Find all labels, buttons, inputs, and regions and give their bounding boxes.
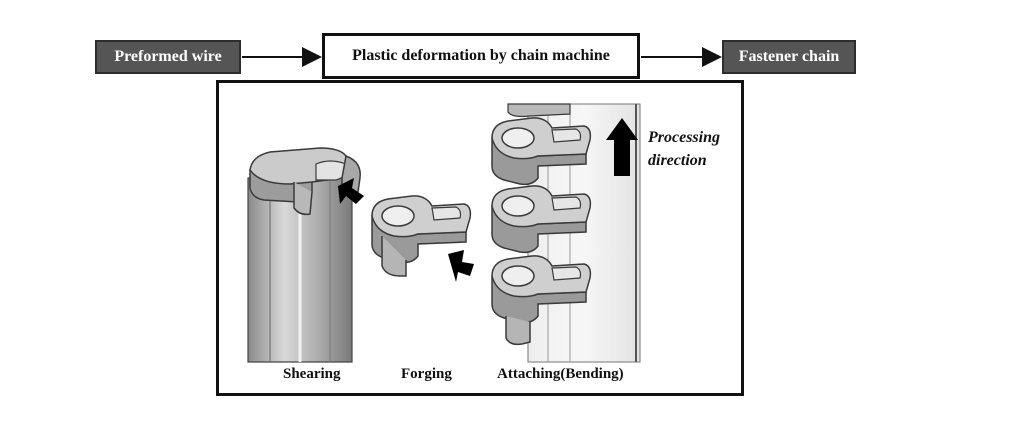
label-forging: Forging: [401, 366, 452, 382]
chain-element-top: [507, 103, 571, 118]
plastic-deformation-box: Plastic deformation by chain machine: [322, 33, 640, 79]
chain-element-3: [491, 255, 592, 346]
wire-rod: [247, 177, 353, 363]
processing-direction-line2: direction: [648, 152, 707, 169]
label-shearing: Shearing: [283, 366, 341, 382]
processing-direction-line1: Processing: [648, 129, 720, 146]
forged-element: [371, 195, 472, 277]
preformed-wire-box: Preformed wire: [95, 40, 241, 74]
processing-direction-arrow: [606, 118, 638, 176]
label-attaching: Attaching(Bending): [497, 366, 624, 382]
transfer-arrow-2: [448, 250, 474, 282]
fastener-chain-box: Fastener chain: [722, 40, 856, 74]
transfer-arrow-1: [338, 178, 364, 204]
